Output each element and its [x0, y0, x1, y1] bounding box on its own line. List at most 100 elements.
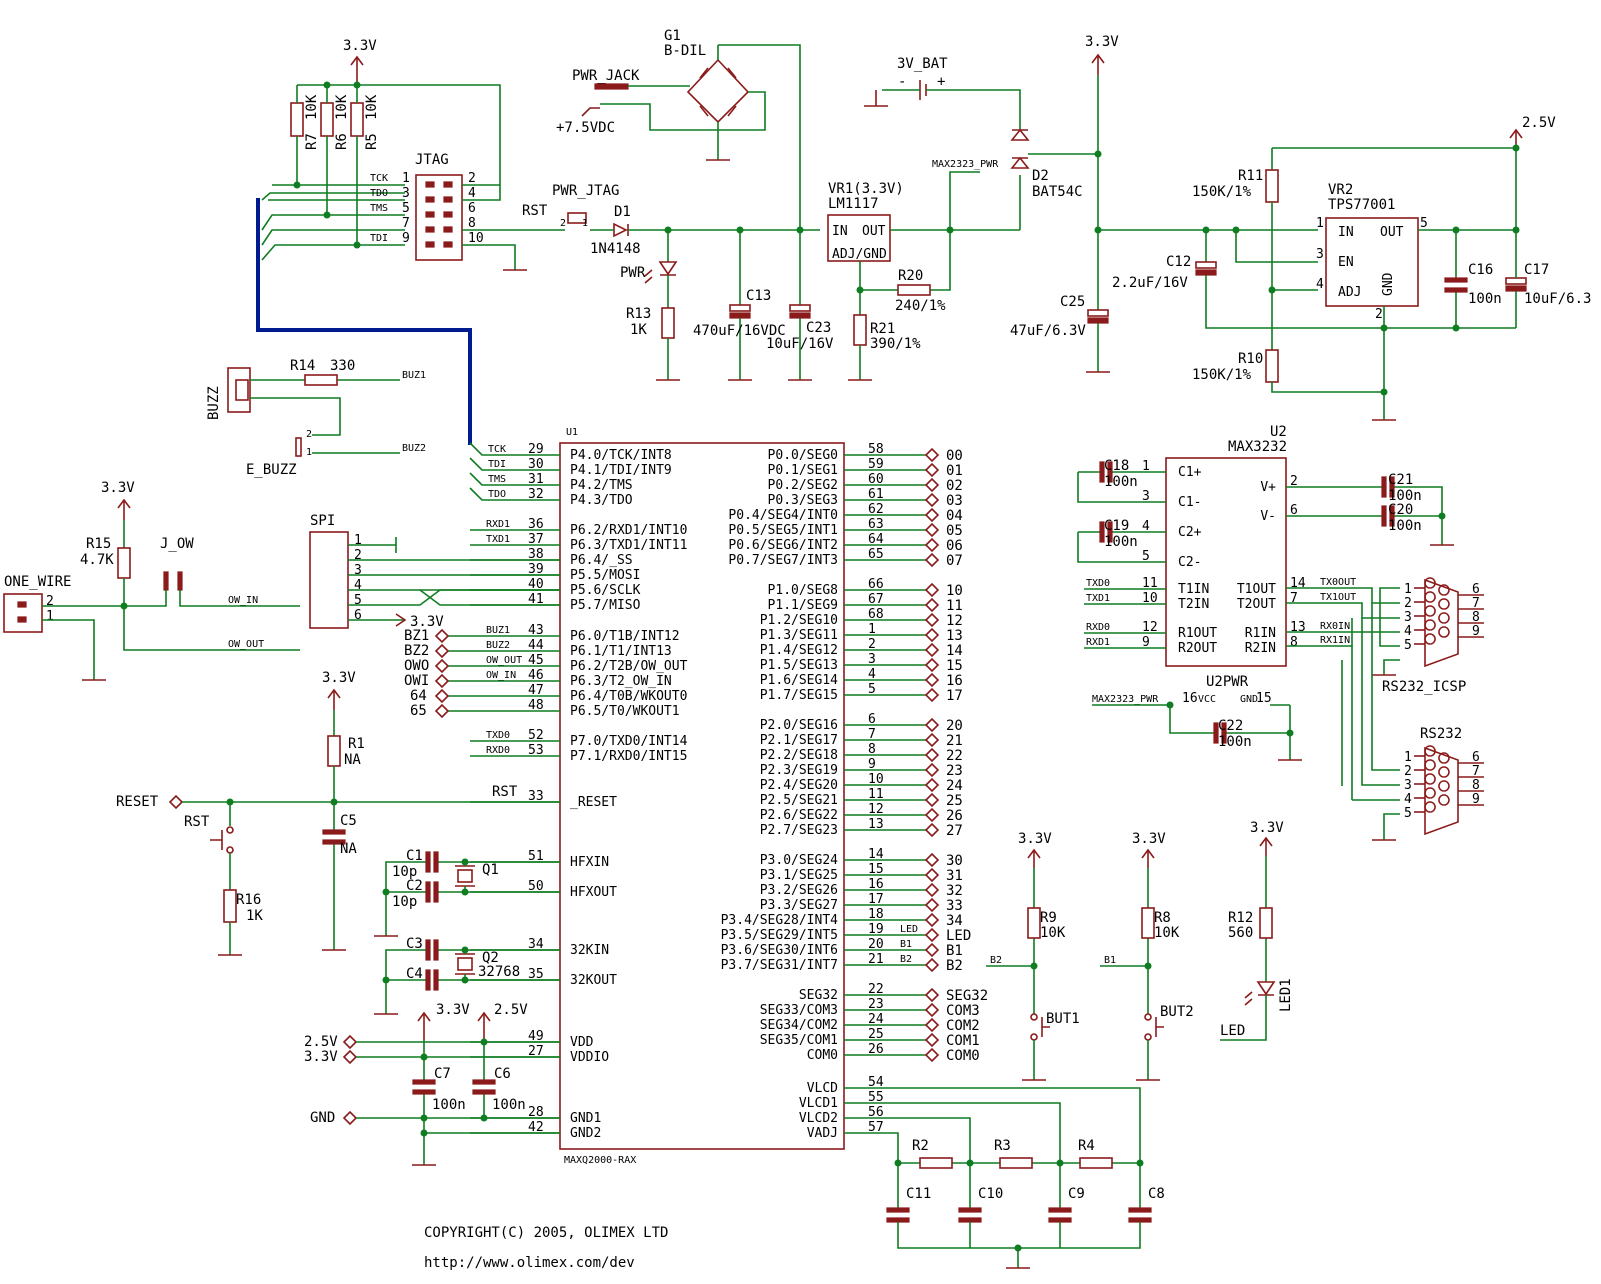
svg-text:P6.2/RXD1/INT10: P6.2/RXD1/INT10 [570, 523, 687, 538]
svg-text:P1.1/SEG9: P1.1/SEG9 [768, 598, 838, 613]
u2pwr-gnd-pin: 15 [1256, 691, 1272, 706]
gnd-port: GND [310, 1110, 335, 1126]
svg-text:VLCD1: VLCD1 [799, 1096, 838, 1111]
svg-text:48: 48 [528, 698, 544, 713]
svg-text:R2IN: R2IN [1245, 641, 1276, 656]
db9-pin-5: 5 [1404, 801, 1436, 821]
tx0out-net: TX0OUT [1320, 577, 1356, 588]
vcc-spi: 3.3V [410, 614, 444, 630]
db9-pin-6: 6 [1438, 750, 1484, 765]
svg-text:00: 00 [946, 448, 963, 464]
svg-text:4: 4 [1316, 277, 1324, 292]
r12-value: 560 [1228, 925, 1253, 941]
c20-value: 100n [1388, 518, 1422, 534]
svg-text:01: 01 [946, 463, 963, 479]
svg-text:40: 40 [528, 577, 544, 592]
r1-label: R1 [348, 736, 365, 752]
svg-text:P5.6/SCLK: P5.6/SCLK [570, 583, 641, 598]
svg-text:B2: B2 [900, 954, 912, 965]
svg-text:P0.5/SEG5/INT1: P0.5/SEG5/INT1 [728, 523, 838, 538]
vr1-adj: ADJ/GND [832, 247, 887, 262]
svg-text:39: 39 [528, 562, 544, 577]
r20-label: R20 [898, 268, 923, 284]
svg-text:P6.5/T0/WKOUT1: P6.5/T0/WKOUT1 [570, 704, 680, 719]
c21-value: 100n [1388, 488, 1422, 504]
c8-label: C8 [1148, 1186, 1165, 1202]
b1-net: B1 [1104, 955, 1116, 966]
svg-text:07: 07 [946, 553, 963, 569]
svg-text:61: 61 [868, 487, 884, 502]
svg-text:V-: V- [1260, 509, 1276, 524]
vr1-value: LM1117 [828, 196, 879, 212]
r15-value: 4.7K [80, 552, 114, 568]
u2-pin-6: 6V- [1260, 503, 1297, 524]
owo-port: OWO [404, 658, 429, 674]
svg-text:P2.2/SEG18: P2.2/SEG18 [760, 748, 838, 763]
c9-label: C9 [1068, 1186, 1085, 1202]
svg-text:5: 5 [1404, 638, 1412, 653]
c18-label: C18 [1104, 458, 1129, 474]
u1-pin-48: 48 P6.5/T0/WKOUT1 [448, 698, 680, 719]
svg-text:2: 2 [868, 637, 876, 652]
db9-pin-7: 7 [1438, 596, 1484, 611]
svg-text:OW_OUT: OW_OUT [486, 655, 522, 666]
svg-text:R1IN: R1IN [1245, 626, 1276, 641]
svg-text:19: 19 [868, 922, 884, 937]
svg-text:P2.5/SEG21: P2.5/SEG21 [760, 793, 838, 808]
c19-value: 100n [1104, 534, 1138, 550]
c21-label: C21 [1388, 472, 1413, 488]
rst-u1: RST [492, 784, 518, 800]
c1-value: 10p [392, 864, 417, 880]
svg-text:HFXIN: HFXIN [570, 855, 609, 870]
svg-text:P1.4/SEG12: P1.4/SEG12 [760, 643, 838, 658]
vr2-out: OUT [1380, 225, 1404, 240]
svg-text:8: 8 [468, 216, 476, 231]
svg-text:C2-: C2- [1178, 555, 1201, 570]
svg-text:33: 33 [528, 789, 544, 804]
g1-value: B-DIL [664, 43, 706, 59]
c2-label: C2 [406, 878, 423, 894]
svg-text:5: 5 [1404, 806, 1412, 821]
svg-text:26: 26 [868, 1042, 884, 1057]
svg-text:24: 24 [946, 778, 963, 794]
svg-text:9: 9 [402, 231, 410, 246]
r5-value: 10K [364, 94, 380, 120]
svg-text:15: 15 [946, 658, 963, 674]
svg-text:VLCD2: VLCD2 [799, 1111, 838, 1126]
svg-text:29: 29 [528, 442, 544, 457]
b2-net: B2 [990, 955, 1002, 966]
r14-label: R14 [290, 358, 315, 374]
u2-ref: U2 [1270, 424, 1287, 440]
svg-text:11: 11 [1142, 576, 1158, 591]
one-wire-label: ONE_WIRE [4, 574, 71, 590]
svg-text:C1+: C1+ [1178, 465, 1202, 480]
vr2-section: 2.5V R11 150K/1% R10 150K/1% C12 2.2uF/1… [1098, 115, 1591, 421]
jtag-tdi: TDI [370, 233, 388, 244]
svg-text:TMS: TMS [488, 474, 506, 485]
svg-text:41: 41 [528, 592, 544, 607]
svg-text:COM3: COM3 [946, 1003, 980, 1019]
svg-text:63: 63 [868, 517, 884, 532]
r13-value: 1K [630, 322, 647, 338]
c25-value: 47uF/6.3V [1010, 323, 1086, 339]
port-labels-left: BZ1 BZ2 OWO OWI 64 65 [404, 628, 450, 719]
svg-text:60: 60 [868, 472, 884, 487]
pwr-jack-label: PWR_JACK [572, 68, 640, 84]
svg-text:P4.2/TMS: P4.2/TMS [570, 478, 633, 493]
